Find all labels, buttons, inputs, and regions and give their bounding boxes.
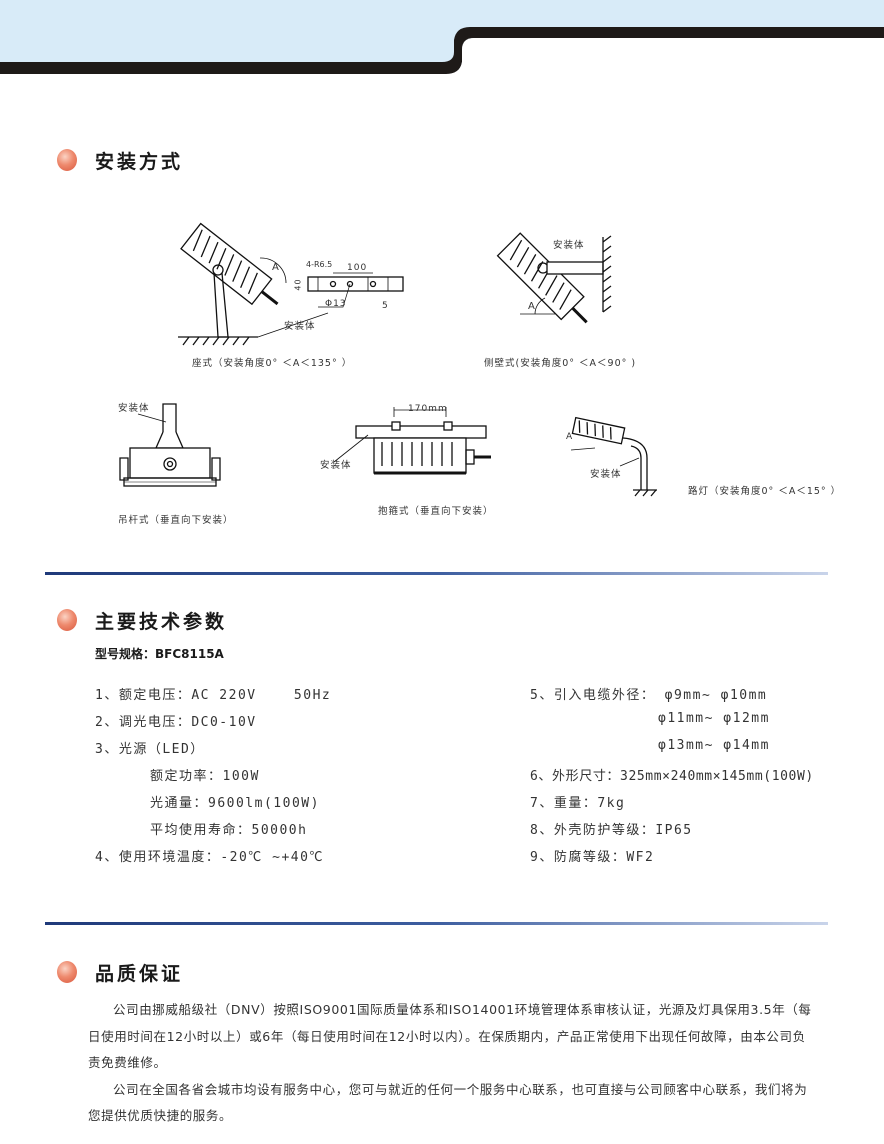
mount-label: 安装体 — [320, 460, 352, 471]
dim-label: 4-R6.5 — [306, 260, 333, 269]
spec-item: 额定功率：100W — [150, 769, 260, 784]
spec-item: 8、外壳防护等级：IP65 — [530, 823, 693, 838]
section-divider — [45, 572, 828, 575]
section-title-install: 安装方式 — [95, 151, 184, 173]
spec-item: 1、额定电压：AC 220V 50Hz — [95, 688, 332, 703]
quality-text: 公司由挪威船级社（DNV）按照ISO9001国际质量体系和ISO14001环境管… — [88, 997, 818, 1130]
side-wall-diagram — [496, 232, 612, 324]
spec-item: φ13mm~ φ14mm — [658, 738, 770, 753]
dim-label: 40 — [293, 278, 303, 291]
quality-paragraph: 公司由挪威船级社（DNV）按照ISO9001国际质量体系和ISO14001环境管… — [88, 1002, 812, 1070]
spec-item: 5、引入电缆外径： φ9mm~ φ10mm — [530, 688, 768, 703]
spec-item: 7、重量：7kg — [530, 796, 626, 811]
section-title-specs: 主要技术参数 — [95, 611, 228, 633]
spec-item: 光通量：9600lm(100W) — [150, 796, 320, 811]
diagram-caption-clamp: 抱箍式（垂直向下安装） — [378, 506, 494, 517]
base-mount-diagram — [178, 222, 404, 346]
spec-item: 9、防腐等级：WF2 — [530, 850, 655, 865]
diagram-caption-street: 路灯（安装角度0° ＜A＜15° ） — [688, 486, 842, 497]
angle-label: A — [272, 262, 280, 273]
diagram-caption-base: 座式（安装角度0° ＜A＜135° ） — [192, 358, 353, 369]
mount-label: 安装体 — [118, 403, 150, 414]
section-title-quality: 品质保证 — [95, 963, 184, 985]
header-banner — [0, 0, 884, 80]
quality-paragraph: 公司在全国各省会城市均设有服务中心，您可与就近的任何一个服务中心联系，也可直接与… — [88, 1081, 808, 1124]
spec-item: 6、外形尺寸：325mm×240mm×145mm(100W) — [530, 769, 814, 784]
dim-label: 170mm — [408, 404, 448, 414]
mount-label: 安装体 — [590, 469, 622, 480]
mount-label: 安装体 — [284, 321, 316, 332]
dim-label: 5 — [382, 301, 389, 311]
spec-item: φ11mm~ φ12mm — [658, 711, 770, 726]
section-bullet-icon — [57, 609, 77, 631]
spec-item: 4、使用环境温度：-20℃ ~+40℃ — [95, 850, 324, 865]
spec-item: 平均使用寿命：50000h — [150, 823, 308, 838]
clamp-diagram — [333, 407, 491, 475]
model-number: 型号规格：BFC8115A — [95, 647, 224, 661]
dim-label: 100 — [347, 263, 368, 273]
dim-label: Φ13 — [325, 299, 347, 309]
angle-label: A — [528, 301, 536, 312]
angle-label: A — [566, 432, 574, 442]
section-bullet-icon — [57, 961, 77, 983]
diagram-caption-pendant: 吊杆式（垂直向下安装） — [118, 515, 234, 526]
section-divider — [45, 922, 828, 925]
diagram-caption-side-wall: 侧壁式(安装角度0° ＜A＜90° ) — [484, 358, 637, 369]
spec-item: 2、调光电压：DC0-10V — [95, 715, 257, 730]
section-bullet-icon — [57, 149, 77, 171]
pendant-diagram — [119, 403, 221, 487]
street-light-diagram — [570, 416, 657, 497]
spec-item: 3、光源（LED） — [95, 742, 205, 757]
mount-label: 安装体 — [553, 240, 585, 251]
